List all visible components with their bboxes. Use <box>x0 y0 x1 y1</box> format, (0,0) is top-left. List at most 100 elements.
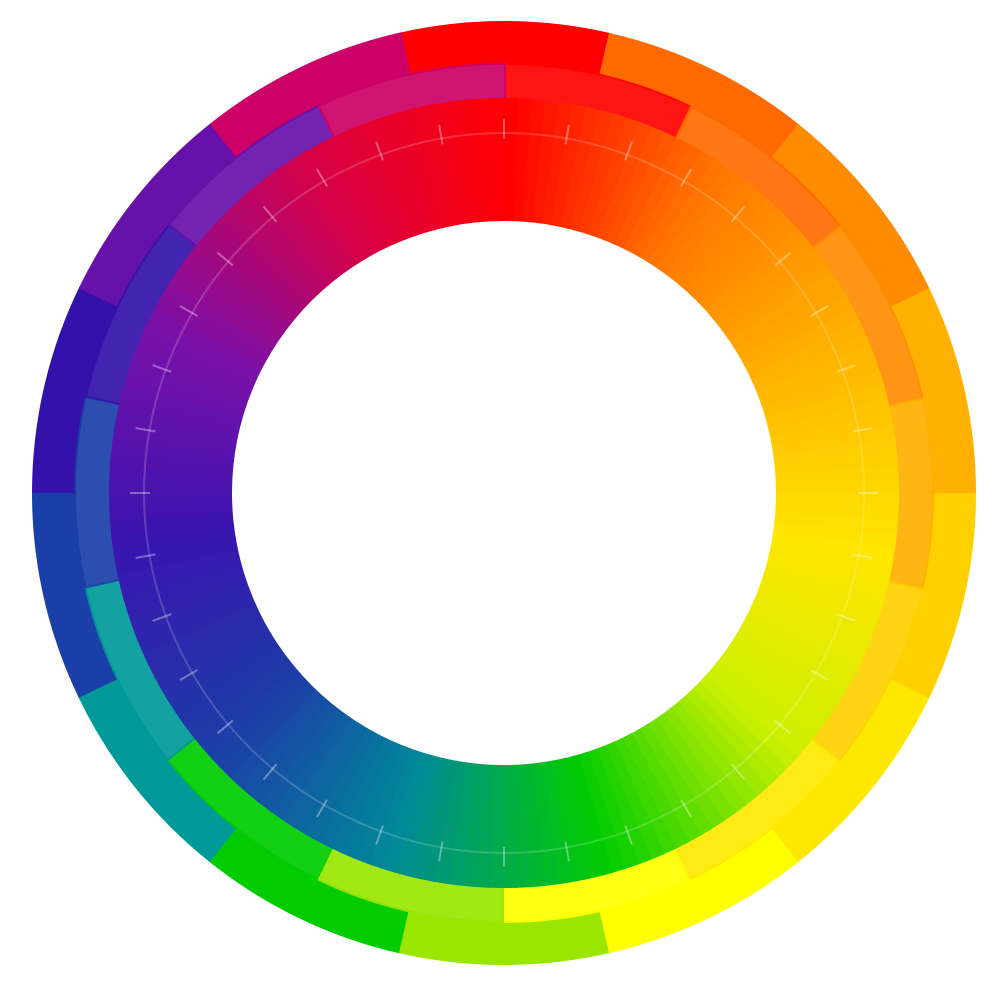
inner-gradient-slice <box>578 113 629 236</box>
inner-gradient-slice <box>237 693 330 796</box>
inner-gradient-slice <box>283 156 362 269</box>
inner-gradient-slice <box>647 158 728 270</box>
outer-segment-teal[interactable] <box>77 676 238 863</box>
inner-gradient-slice <box>676 694 769 798</box>
tick-mark <box>216 719 234 735</box>
middle-segment-indigo[interactable] <box>84 223 199 406</box>
tick-mark <box>262 205 278 223</box>
inner-gradient-slice <box>169 269 281 350</box>
inner-gradient-slice <box>368 116 423 239</box>
inner-gradient-slice <box>755 345 877 403</box>
inner-gradient-slice <box>754 585 876 644</box>
inner-gradient-slice <box>621 732 690 850</box>
tick-mark <box>316 168 328 187</box>
outer-segment-magenta[interactable] <box>209 32 411 159</box>
tick-mark <box>152 613 172 622</box>
middle-segment-red[interactable] <box>504 63 693 140</box>
inner-gradient-slice <box>192 236 298 327</box>
inner-gradient-slice <box>532 100 562 225</box>
inner-gradient-slice <box>685 199 781 300</box>
inner-gradient-slice <box>271 163 355 274</box>
middle-segment-yellow-orange[interactable] <box>886 397 934 591</box>
outer-segment-yellow-orange[interactable] <box>889 288 976 496</box>
inner-gradient-slice <box>161 281 276 358</box>
inner-gradient-slice <box>612 736 678 855</box>
inner-gradient-slice <box>722 644 832 728</box>
middle-segment-yellow[interactable] <box>672 738 841 882</box>
inner-gradient-slice <box>698 218 800 314</box>
inner-gradient-slice <box>737 620 853 693</box>
inner-gradient-slice <box>738 295 855 368</box>
inner-gradient-slice <box>142 601 261 667</box>
center-hole <box>232 221 776 765</box>
inner-gradient-slice <box>229 197 325 299</box>
middle-segment-chartreuse[interactable] <box>315 846 504 923</box>
inner-gradient-slice <box>576 750 627 874</box>
inner-gradient-slice <box>459 762 486 888</box>
outer-segment-yellow-green[interactable] <box>597 827 799 954</box>
inner-gradient-slice <box>217 679 316 778</box>
inner-gradient-slice <box>174 642 285 726</box>
inner-gradient-slice <box>247 699 338 805</box>
outer-segment-blue[interactable] <box>31 490 119 698</box>
inner-gradient-slice <box>697 674 798 770</box>
inner-gradient-slice <box>653 712 737 823</box>
tick-mark <box>810 305 829 317</box>
middle-segment-orange[interactable] <box>811 224 924 408</box>
inner-gradient-slice <box>473 763 495 888</box>
outer-segment-green[interactable] <box>207 826 409 954</box>
outer-segment-orange[interactable] <box>770 123 931 310</box>
inner-gradient-slice <box>395 109 441 233</box>
outer-segment-red[interactable] <box>398 21 612 77</box>
tick-mark <box>730 763 746 781</box>
tick-mark <box>564 841 570 862</box>
outer-segment-red-orange[interactable] <box>599 32 801 160</box>
inner-gradient-slice <box>772 438 898 467</box>
inner-gradient-slice <box>661 706 748 815</box>
tick-mark <box>438 841 444 862</box>
inner-gradient-slice <box>184 247 292 334</box>
inner-gradient-slice <box>131 583 253 641</box>
inner-gradient-slice <box>306 142 379 259</box>
middle-segment-blue[interactable] <box>74 395 122 589</box>
inner-gradient-slice <box>603 740 665 861</box>
outer-segment-indigo[interactable] <box>32 285 120 493</box>
middle-segment-violet[interactable] <box>167 104 336 248</box>
middle-segment-ring <box>74 62 934 923</box>
inner-gradient-slice <box>191 658 297 747</box>
inner-gradient-slice <box>120 556 244 602</box>
outer-segment-yellow[interactable] <box>769 678 930 864</box>
inner-gradient-slice <box>117 394 242 437</box>
inner-gradient-slice <box>405 755 448 880</box>
tick-mark <box>810 669 829 681</box>
middle-segment-amber[interactable] <box>809 580 924 763</box>
inner-gradient-ring <box>109 97 899 888</box>
inner-gradient-slice <box>280 716 361 828</box>
middle-segment-yellow-green[interactable] <box>501 847 691 923</box>
outer-segment-chartreuse[interactable] <box>396 909 610 965</box>
inner-gradient-slice <box>772 521 897 551</box>
tick-mark <box>179 305 198 317</box>
inner-gradient-slice <box>258 705 345 813</box>
middle-segment-teal[interactable] <box>84 578 197 762</box>
middle-segment-green[interactable] <box>166 736 334 881</box>
tick-mark <box>152 364 172 373</box>
inner-gradient-slice <box>201 226 304 319</box>
inner-gradient-slice <box>123 565 247 616</box>
middle-segment-magenta[interactable] <box>317 62 507 139</box>
inner-gradient-slice <box>733 283 848 360</box>
inner-gradient-slice <box>692 208 791 307</box>
inner-gradient-slice <box>768 540 893 578</box>
inner-gradient-slice <box>330 131 396 250</box>
middle-segment-red-orange[interactable] <box>674 105 842 250</box>
inner-gradient-slice <box>742 611 860 681</box>
inner-gradient-slice <box>655 165 739 275</box>
inner-gradient-slice <box>136 592 257 654</box>
tick-mark <box>438 124 444 145</box>
outer-segment-violet[interactable] <box>78 122 239 308</box>
inner-gradient-slice <box>774 502 899 524</box>
inner-gradient-slice <box>167 635 280 714</box>
outer-segment-amber[interactable] <box>888 493 976 701</box>
guide-circle <box>143 132 865 854</box>
